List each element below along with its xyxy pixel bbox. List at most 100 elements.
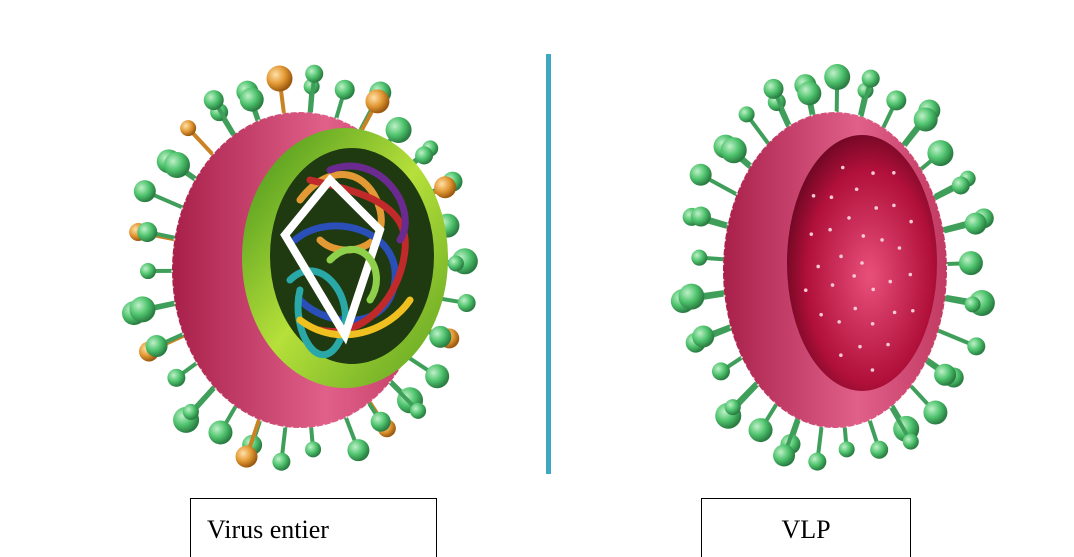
interior-dot bbox=[909, 220, 913, 224]
green-spike-head bbox=[721, 137, 747, 163]
green-spike-head bbox=[448, 256, 464, 272]
green-spike-head bbox=[429, 326, 451, 348]
interior-dot bbox=[809, 232, 813, 236]
orange-spike-head bbox=[180, 120, 196, 136]
green-spike-head bbox=[764, 79, 784, 99]
green-spike-head bbox=[862, 70, 880, 88]
interior-dot bbox=[874, 206, 878, 210]
interior-dot bbox=[812, 194, 816, 198]
interior-dot bbox=[911, 309, 915, 313]
vlp-hollow-interior bbox=[787, 135, 937, 391]
interior-dot bbox=[893, 311, 897, 315]
green-spike-head bbox=[140, 263, 156, 279]
interior-dot bbox=[852, 274, 856, 278]
green-spike-head bbox=[410, 403, 426, 419]
green-spike-head bbox=[839, 441, 855, 457]
green-spike-head bbox=[458, 294, 476, 312]
green-spike-head bbox=[749, 418, 773, 442]
green-spike-head bbox=[959, 251, 983, 275]
green-spike-head bbox=[690, 164, 712, 186]
green-spike-head bbox=[305, 441, 321, 457]
green-spike-head bbox=[797, 81, 821, 105]
interior-dot bbox=[880, 238, 884, 242]
green-spike-head bbox=[335, 80, 355, 100]
green-spike-head bbox=[952, 176, 970, 194]
interior-dot bbox=[871, 368, 875, 372]
interior-dot bbox=[892, 171, 896, 175]
green-spike-head bbox=[204, 90, 224, 110]
orange-spike-head bbox=[236, 446, 258, 468]
green-spike-head bbox=[415, 146, 433, 164]
interior-dot bbox=[892, 204, 896, 208]
green-spike-head bbox=[886, 90, 906, 110]
interior-dot bbox=[830, 195, 834, 199]
orange-spike-head bbox=[365, 89, 389, 113]
green-spike-head bbox=[208, 420, 232, 444]
vlp-illustration bbox=[671, 64, 995, 471]
green-spike-head bbox=[914, 108, 938, 132]
green-spike-head bbox=[305, 65, 323, 83]
caption-vlp: VLP bbox=[701, 498, 911, 557]
green-spike-head bbox=[824, 64, 850, 90]
caption-whole-virus-label: Virus entier bbox=[207, 515, 329, 544]
green-spike-head bbox=[371, 412, 391, 432]
interior-dot bbox=[816, 265, 820, 269]
interior-dot bbox=[855, 187, 859, 191]
green-spike-head bbox=[712, 362, 730, 380]
green-spike-head bbox=[129, 296, 155, 322]
green-spike-head bbox=[134, 180, 156, 202]
green-spike-head bbox=[691, 207, 711, 227]
green-spike-head bbox=[934, 364, 956, 386]
green-spike-head bbox=[183, 404, 199, 420]
interior-dot bbox=[871, 288, 875, 292]
interior-dot bbox=[819, 313, 823, 317]
interior-dot bbox=[871, 322, 875, 326]
green-spike-head bbox=[965, 213, 987, 235]
interior-dot bbox=[828, 228, 832, 232]
divider-line bbox=[546, 54, 551, 474]
green-spike-head bbox=[386, 117, 412, 143]
interior-dot bbox=[862, 234, 866, 238]
interior-dot bbox=[804, 288, 808, 292]
interior-dot bbox=[860, 261, 864, 265]
green-spike-head bbox=[146, 335, 168, 357]
interior-dot bbox=[847, 216, 851, 220]
green-spike-head bbox=[965, 296, 981, 312]
green-spike-head bbox=[739, 106, 755, 122]
interior-dot bbox=[853, 307, 857, 311]
green-spike-head bbox=[903, 434, 919, 450]
green-spike-head bbox=[678, 284, 704, 310]
green-spike-head bbox=[927, 140, 953, 166]
green-spike-head bbox=[967, 337, 985, 355]
interior-dot bbox=[831, 283, 835, 287]
interior-dot bbox=[839, 255, 843, 259]
interior-dot bbox=[898, 246, 902, 250]
green-spike-head bbox=[692, 326, 714, 348]
caption-vlp-label: VLP bbox=[781, 515, 830, 544]
interior-dot bbox=[871, 171, 875, 175]
orange-spike-head bbox=[434, 176, 456, 198]
green-spike-head bbox=[137, 222, 157, 242]
green-spike-head bbox=[691, 250, 707, 266]
interior-dot bbox=[839, 353, 843, 357]
interior-dot bbox=[858, 345, 862, 349]
green-spike-head bbox=[425, 364, 449, 388]
green-spike-head bbox=[347, 439, 369, 461]
orange-spike-head bbox=[267, 66, 293, 92]
green-spike-head bbox=[808, 453, 826, 471]
whole-virus-illustration bbox=[122, 65, 478, 471]
green-spike-head bbox=[272, 453, 290, 471]
green-spike-head bbox=[923, 401, 947, 425]
green-spike-head bbox=[167, 369, 185, 387]
green-spike-head bbox=[870, 441, 888, 459]
interior-dot bbox=[841, 166, 845, 170]
interior-dot bbox=[837, 320, 841, 324]
interior-dot bbox=[909, 273, 913, 277]
caption-whole-virus: Virus entier bbox=[190, 498, 437, 557]
green-spike-head bbox=[725, 399, 741, 415]
green-spike-head bbox=[773, 444, 795, 466]
green-spike-head bbox=[164, 152, 190, 178]
interior-dot bbox=[888, 280, 892, 284]
interior-dot bbox=[886, 343, 890, 347]
